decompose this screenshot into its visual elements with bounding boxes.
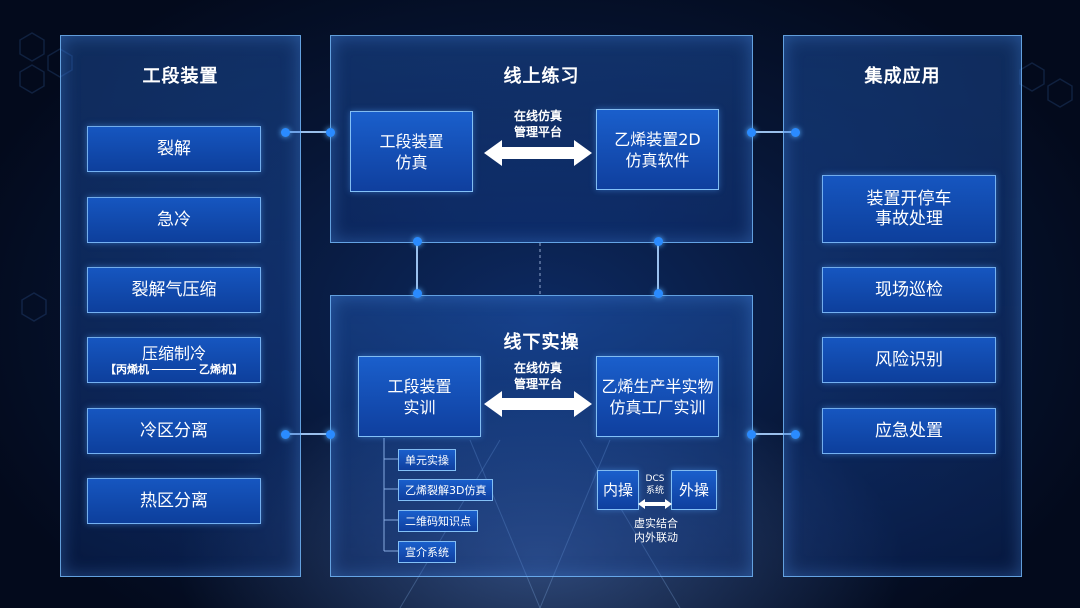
bottom-platform-line1: 在线仿真	[513, 361, 562, 375]
right-item-0-line1: 装置开停车	[866, 189, 952, 209]
bottom-right-box-line1: 乙烯生产半实物	[601, 376, 714, 396]
top-platform-line1: 在线仿真	[513, 109, 562, 123]
top-platform-label: 在线仿真 管理平台	[488, 108, 588, 140]
connector-dot	[325, 429, 335, 439]
left-panel-title: 工段装置	[142, 66, 219, 87]
dcs-label: DCS 系统	[638, 473, 672, 497]
dcs-line2: 系统	[645, 486, 664, 496]
connector-dot	[746, 429, 756, 439]
left-item-cracking[interactable]: 裂解	[87, 126, 261, 172]
connector-dot	[790, 429, 800, 439]
note-line1: 虚实结合	[634, 517, 678, 530]
right-item-startup-accident[interactable]: 装置开停车 事故处理	[822, 175, 996, 243]
top-panel-title: 线上练习	[503, 66, 580, 87]
right-item-emergency-handling[interactable]: 应急处置	[822, 408, 996, 454]
left-item-cold-separation[interactable]: 冷区分离	[87, 408, 261, 454]
bottom-right-box[interactable]: 乙烯生产半实物 仿真工厂实训	[596, 356, 719, 437]
connector-line	[751, 433, 795, 435]
connector-line	[284, 433, 330, 435]
connector-dot	[280, 127, 290, 137]
left-item-hot-separation[interactable]: 热区分离	[87, 478, 261, 524]
top-left-box-line1: 工段装置	[379, 131, 444, 151]
top-platform-line2: 管理平台	[513, 125, 562, 139]
bottom-left-box[interactable]: 工段装置 实训	[358, 356, 481, 437]
connector-line	[751, 131, 795, 133]
sub-item-unit-practice[interactable]: 单元实操	[398, 449, 456, 471]
bottom-left-box-line2: 实训	[403, 397, 436, 417]
compression-sub-left: 【丙烯机	[105, 362, 149, 376]
sub-item-promo-system[interactable]: 宣介系统	[398, 541, 456, 563]
sub-item-3d-simulation[interactable]: 乙烯裂解3D仿真	[398, 479, 494, 501]
connector-dot	[746, 127, 756, 137]
note-line2: 内外联动	[634, 531, 678, 544]
inner-operation-box[interactable]: 内操	[597, 470, 639, 510]
top-double-arrow-icon	[484, 140, 592, 166]
connector-dot	[412, 236, 422, 246]
compression-sub-right: 乙烯机】	[199, 362, 243, 376]
bottom-double-arrow-icon	[484, 391, 592, 417]
compression-divider	[152, 369, 196, 370]
right-item-0-line2: 事故处理	[875, 209, 943, 229]
outer-operation-box[interactable]: 外操	[671, 470, 717, 510]
top-right-box[interactable]: 乙烯装置2D 仿真软件	[596, 109, 719, 190]
connector-dot	[280, 429, 290, 439]
bottom-left-box-line1: 工段装置	[387, 376, 452, 396]
dcs-double-arrow-icon	[638, 499, 672, 509]
left-item-quench[interactable]: 急冷	[87, 197, 261, 243]
connector-dot	[325, 127, 335, 137]
top-right-box-line2: 仿真软件	[625, 150, 690, 170]
bottom-panel-title: 线下实操	[503, 332, 580, 353]
top-left-box[interactable]: 工段装置 仿真	[350, 111, 473, 192]
compression-label: 压缩制冷	[141, 343, 206, 363]
connector-dot	[653, 236, 663, 246]
connector-line	[657, 241, 659, 293]
top-left-box-line2: 仿真	[395, 152, 428, 172]
connector-dot	[412, 288, 422, 298]
right-panel-title: 集成应用	[864, 66, 941, 87]
right-item-risk-identification[interactable]: 风险识别	[822, 337, 996, 383]
bottom-right-box-line2: 仿真工厂实训	[609, 397, 706, 417]
connector-line	[416, 241, 418, 293]
connector-dot	[653, 288, 663, 298]
compression-sublabel: 【丙烯机 乙烯机】	[105, 363, 243, 377]
right-item-site-inspection[interactable]: 现场巡检	[822, 267, 996, 313]
connector-dot	[790, 127, 800, 137]
connector-line	[284, 131, 330, 133]
bottom-platform-line2: 管理平台	[513, 377, 562, 391]
left-item-gas-compression[interactable]: 裂解气压缩	[87, 267, 261, 313]
dcs-line1: DCS	[645, 474, 665, 484]
bottom-platform-label: 在线仿真 管理平台	[488, 360, 588, 392]
top-right-box-line1: 乙烯装置2D	[614, 129, 701, 149]
sub-item-qrcode-knowledge[interactable]: 二维码知识点	[398, 510, 478, 532]
left-item-compression-refrigeration[interactable]: 压缩制冷 【丙烯机 乙烯机】	[87, 337, 261, 383]
virtual-real-note: 虚实结合 内外联动	[616, 517, 696, 545]
